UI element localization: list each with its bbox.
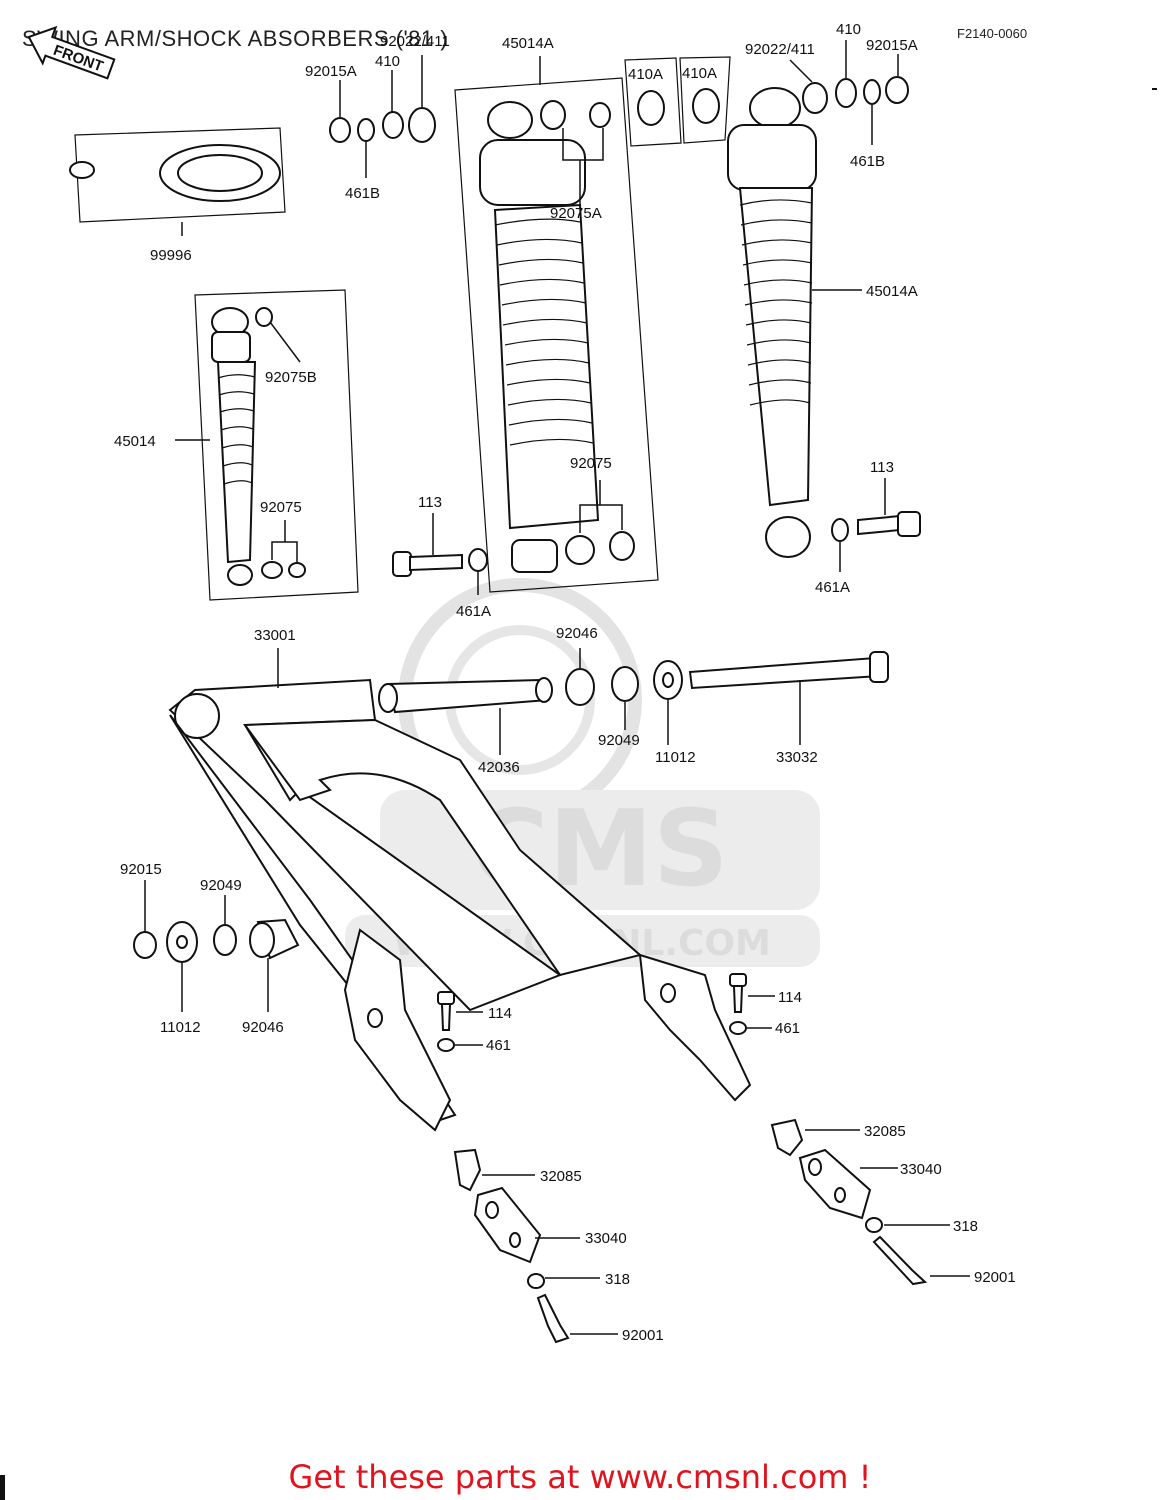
label-92015: 92015 xyxy=(120,861,162,878)
promo-link[interactable]: Get these parts at www.cmsnl.com ! xyxy=(289,1458,872,1496)
diagram-title: SWING ARM/SHOCK ABSORBERS ('81 ) xyxy=(22,26,448,51)
label-410A-1: 410A xyxy=(628,66,663,83)
label-92022-411-left: 92022/411 xyxy=(380,33,450,50)
bolts-114-461 xyxy=(437,973,775,1052)
label-92046-left: 92046 xyxy=(242,1019,284,1036)
chain-adjuster-right xyxy=(770,1118,970,1286)
label-92075-left: 92075 xyxy=(260,499,302,516)
seal-kit-99996 xyxy=(69,127,286,236)
shock-absorber-45014A-right xyxy=(727,40,909,558)
label-92001-right: 92001 xyxy=(974,1269,1016,1286)
label-461A-right: 461A xyxy=(815,579,850,596)
label-42036: 42036 xyxy=(478,759,520,776)
label-11012-top: 11012 xyxy=(655,749,696,766)
label-99996: 99996 xyxy=(150,247,192,264)
label-318-left: 318 xyxy=(605,1271,630,1288)
label-461B-left: 461B xyxy=(345,185,380,202)
label-92001-left: 92001 xyxy=(622,1327,664,1344)
label-92049-top: 92049 xyxy=(598,732,640,749)
label-11012-left: 11012 xyxy=(160,1019,201,1036)
label-92075A: 92075A xyxy=(550,205,602,222)
swing-arm-33001 xyxy=(168,648,752,1132)
label-33040-right: 33040 xyxy=(900,1161,942,1178)
pivot-parts-left xyxy=(133,880,300,1012)
label-45014: 45014 xyxy=(114,433,156,450)
shock-absorber-45014-box xyxy=(175,289,359,601)
spacer-410A-boxes xyxy=(624,56,731,147)
label-45014A-right: 45014A xyxy=(866,283,918,300)
label-461B-right: 461B xyxy=(850,153,885,170)
top-left-washers xyxy=(329,55,436,178)
bolt-113-mid xyxy=(392,513,488,595)
shock-absorber-45014A-box xyxy=(454,56,659,593)
label-92075B: 92075B xyxy=(265,369,317,386)
label-410-right: 410 xyxy=(836,21,861,38)
label-92015A-right: 92015A xyxy=(866,37,918,54)
label-92049-left: 92049 xyxy=(200,877,242,894)
label-461-left: 461 xyxy=(486,1037,511,1054)
label-32085-left: 32085 xyxy=(540,1168,582,1185)
edge-mark xyxy=(0,1475,5,1500)
label-33001: 33001 xyxy=(254,627,296,644)
label-410-left: 410 xyxy=(375,53,400,70)
label-114-left: 114 xyxy=(488,1005,512,1022)
chain-adjuster-left xyxy=(453,1148,618,1344)
label-461-right: 461 xyxy=(775,1020,800,1037)
label-32085-right: 32085 xyxy=(864,1123,906,1140)
bolt-113-right xyxy=(831,478,921,572)
label-92015A-left: 92015A xyxy=(305,63,357,80)
label-33040-left: 33040 xyxy=(585,1230,627,1247)
edge-tick xyxy=(1152,88,1157,90)
label-461A-mid: 461A xyxy=(456,603,491,620)
diagram-code: F2140-0060 xyxy=(957,26,1027,41)
label-114-right: 114 xyxy=(778,989,802,1006)
label-92046-top: 92046 xyxy=(556,625,598,642)
label-45014A-box: 45014A xyxy=(502,35,554,52)
pivot-parts-top xyxy=(378,648,889,755)
label-318-right: 318 xyxy=(953,1218,978,1235)
label-92022-411-right: 92022/411 xyxy=(745,41,815,58)
label-410A-2: 410A xyxy=(682,65,717,82)
label-92075-mid: 92075 xyxy=(570,455,612,472)
label-113-right: 113 xyxy=(870,459,894,476)
label-113-mid: 113 xyxy=(418,494,442,511)
label-33032: 33032 xyxy=(776,749,818,766)
